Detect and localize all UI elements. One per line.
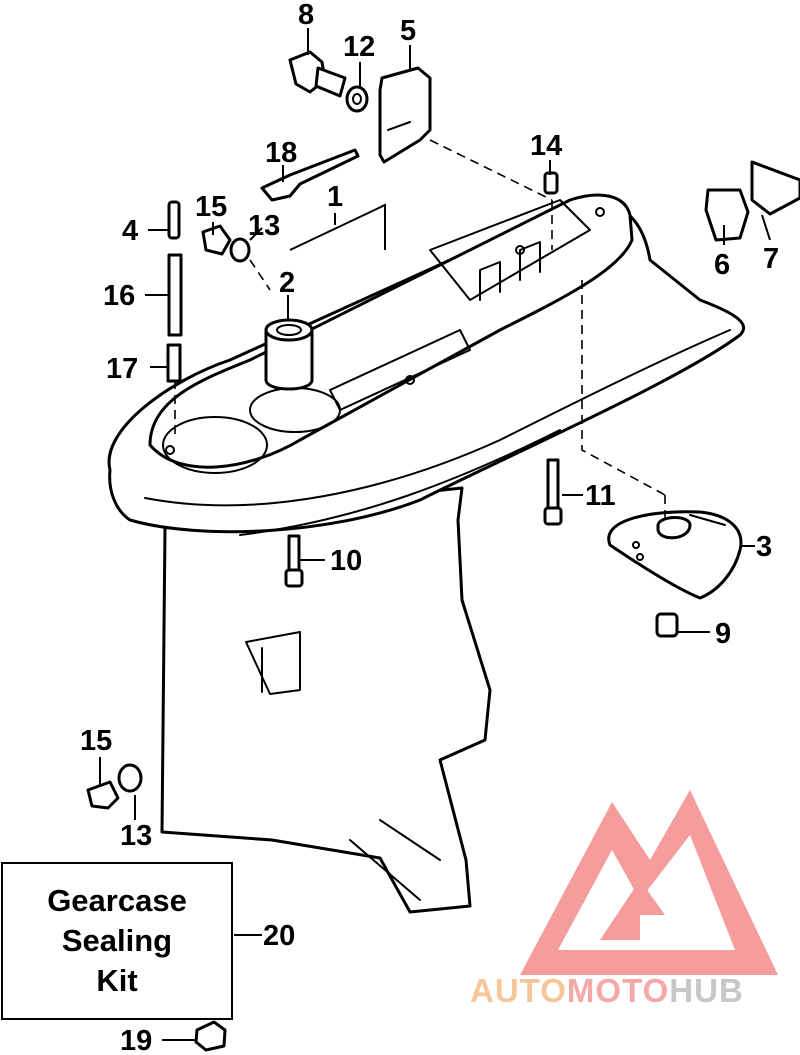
bracket-part-7: [750, 160, 800, 216]
washer-part-13-lower: [117, 763, 143, 793]
bolt-part-11: [543, 458, 563, 526]
callout-15-upper: 15: [195, 191, 227, 223]
sealing-kit-box: Gearcase Sealing Kit: [1, 862, 233, 1020]
gearcase-housing-lower: [160, 486, 492, 914]
plug-part-15-upper: [201, 224, 232, 256]
rod-part-16: [167, 253, 183, 337]
clip-part-18: [260, 148, 360, 202]
washer-part-13-upper: [229, 237, 251, 263]
callout-17: 17: [106, 353, 138, 385]
fitting-part-17: [166, 343, 182, 383]
gearcase-deck: [148, 193, 634, 469]
bolt-part-8: [288, 50, 347, 98]
callout-5: 5: [400, 15, 416, 47]
pin-part-14: [543, 171, 559, 195]
watermark-logo-icon: [520, 790, 778, 975]
callout-14: 14: [530, 130, 562, 162]
stud-part-4: [167, 200, 181, 240]
watermark-text: AUTOMOTOHUB: [470, 972, 744, 1010]
block-part-5: [378, 66, 432, 164]
callout-8: 8: [298, 0, 314, 31]
drain-plug-part-19: [194, 1020, 227, 1052]
callout-18: 18: [265, 137, 297, 169]
callout-7: 7: [763, 243, 779, 275]
callout-15-lower: 15: [80, 725, 112, 757]
callout-13-upper: 13: [248, 210, 280, 242]
sealing-kit-label: Gearcase Sealing Kit: [47, 883, 187, 998]
callout-13-lower: 13: [120, 820, 152, 852]
watermark-word-auto: AUTO: [470, 972, 567, 1009]
callout-1: 1: [327, 181, 343, 213]
bolt-part-9: [655, 612, 679, 638]
washer-part-12: [345, 85, 369, 113]
callout-10: 10: [330, 545, 362, 577]
callout-16: 16: [103, 280, 135, 312]
callout-19: 19: [120, 1025, 152, 1055]
callout-9: 9: [715, 618, 731, 650]
bushing-part-2: [264, 318, 314, 391]
trim-tab-part-3: [607, 510, 743, 600]
callout-3: 3: [756, 531, 772, 563]
callout-4: 4: [122, 215, 138, 247]
plug-part-6: [704, 188, 750, 242]
callout-11: 11: [585, 480, 616, 512]
callout-6: 6: [714, 249, 730, 281]
callout-20: 20: [263, 920, 295, 952]
callout-2: 2: [279, 267, 295, 299]
plug-part-15-lower: [86, 780, 120, 810]
watermark-word-hub: HUB: [669, 972, 744, 1009]
watermark-word-moto: MOTO: [566, 972, 670, 1009]
callout-12: 12: [343, 31, 375, 63]
bolt-part-10: [284, 534, 304, 588]
